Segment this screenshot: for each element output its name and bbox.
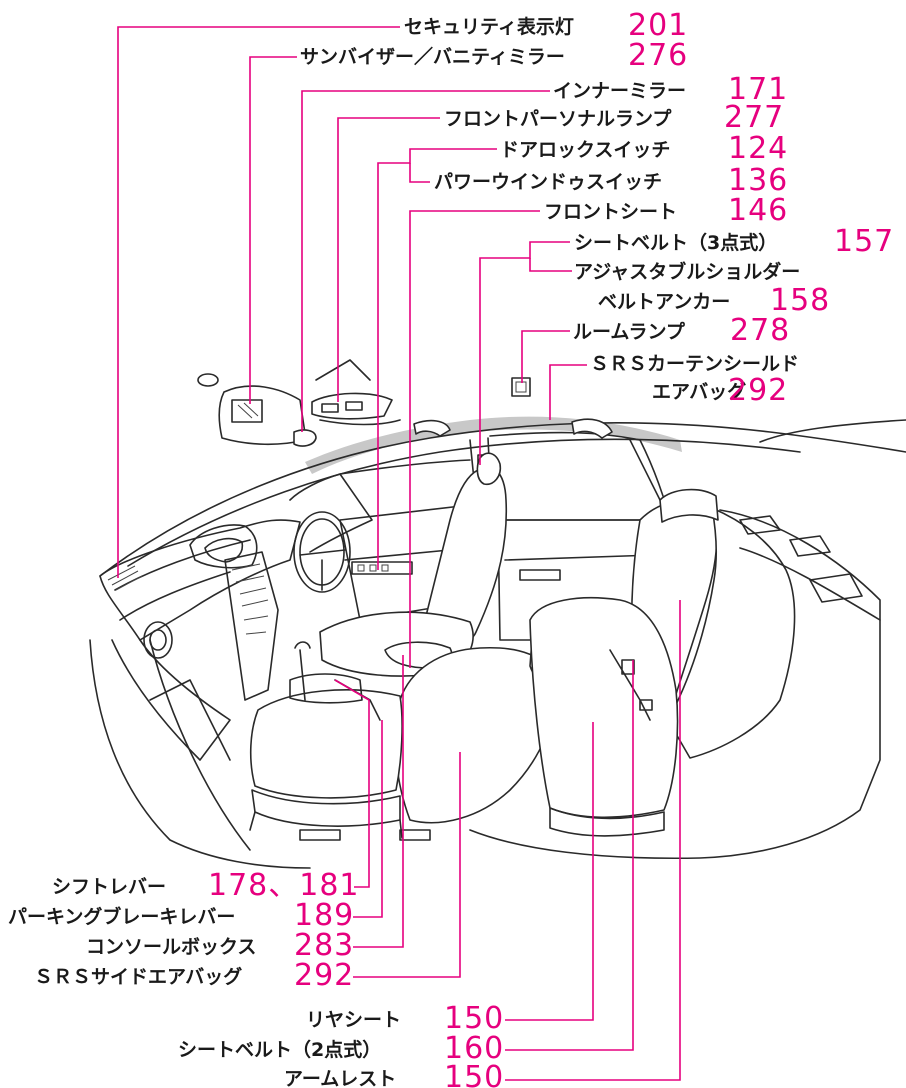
page-belt-anchor: 158 [770, 283, 830, 318]
label-sun-visor: サンバイザー／バニティミラー [300, 45, 565, 68]
page-seatbelt-2point: 160 [444, 1031, 504, 1066]
label-power-window-switch: パワーウインドゥスイッチ [434, 171, 662, 193]
page-rear-seat: 150 [444, 1001, 504, 1036]
label-room-lamp: ルームランプ [573, 320, 686, 343]
page-front-personal-lamp: 277 [724, 100, 784, 135]
driver-seat-cushion [249, 689, 403, 799]
label-armrest: アームレスト [284, 1068, 396, 1088]
label-front-personal-lamp: フロントパーソナルランプ [444, 107, 672, 130]
steering-wheel [293, 511, 351, 593]
roof-outline [99, 422, 906, 577]
label-front-seat: フロントシート [544, 201, 677, 223]
label-side-airbag: ＳＲＳサイドエアバッグ [34, 965, 242, 988]
label-curtain-airbag: エアバッグ [652, 380, 746, 403]
page-sun-visor: 276 [628, 38, 688, 73]
page-side-airbag: 292 [294, 958, 354, 993]
page-security-light: 201 [628, 8, 688, 43]
room-lamp [511, 377, 531, 397]
label-rear-seat: リヤシート [306, 1009, 401, 1031]
rear-seat-cushion [529, 597, 679, 819]
page-armrest: 150 [444, 1060, 504, 1088]
page-power-window-switch: 136 [728, 163, 788, 198]
driver-seat-back [394, 646, 556, 824]
page-door-lock-switch: 124 [728, 131, 788, 166]
page-room-lamp: 278 [730, 313, 790, 348]
page-front-seat: 146 [728, 193, 788, 228]
page-inner-mirror: 171 [728, 72, 788, 107]
label-console-box: コンソールボックス [86, 936, 256, 958]
page-console-box: 283 [294, 928, 354, 963]
label-seatbelt-2point: シートベルト（2点式） [178, 1038, 381, 1061]
label-security-light: セキュリティ表示灯 [404, 15, 574, 38]
label-seatbelt-3point: シートベルト（3点式） [574, 231, 777, 254]
page-shift-lever: 178、181 [208, 868, 360, 903]
label-inner-mirror: インナーミラー [553, 80, 686, 102]
page-parking-brake: 189 [294, 898, 354, 933]
front-personal-lamp [311, 392, 393, 420]
leader-lines [117, 26, 681, 1081]
label-adjustable-shoulder: アジャスタブルショルダー [574, 260, 800, 283]
label-shift-lever: シフトレバー [52, 876, 166, 898]
label-parking-brake: パーキングブレーキレバー [8, 905, 235, 928]
label-door-lock-switch: ドアロックスイッチ [500, 139, 670, 161]
car-interior-illustration [89, 359, 906, 869]
page-curtain-airbag: 292 [728, 373, 788, 408]
callout-labels: セキュリティ表示灯 201 サンバイザー／バニティミラー 276 インナーミラー… [8, 8, 894, 1088]
label-belt-anchor: ベルトアンカー [598, 291, 730, 313]
label-curtain-shield: ＳＲＳカーテンシールド [590, 353, 799, 375]
page-seatbelt-3point: 157 [834, 224, 894, 259]
